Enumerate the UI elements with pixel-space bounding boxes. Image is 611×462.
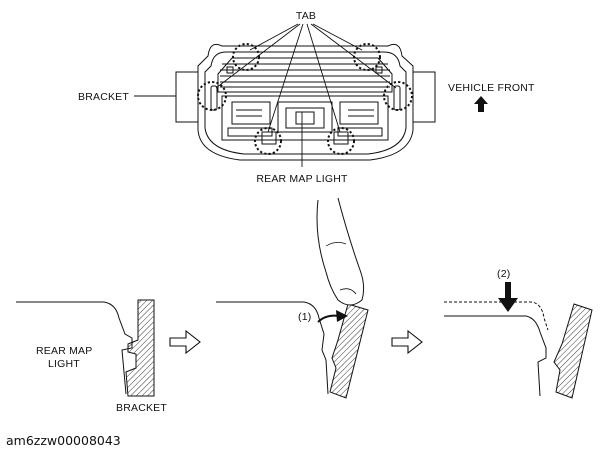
tab-circle <box>232 43 260 71</box>
figure-caption: am6zzw00008043 <box>6 433 121 448</box>
top-assembly <box>175 43 436 161</box>
tab-circle <box>383 81 413 111</box>
bracket-profile-1 <box>125 299 155 397</box>
rear-map-light-label-left-2: LIGHT <box>48 358 80 370</box>
housing-outer <box>197 43 414 161</box>
tab-circle <box>353 43 381 71</box>
vehicle-front-label: VEHICLE FRONT <box>448 82 535 94</box>
rear-map-light-profile-2 <box>216 301 329 395</box>
finger-icon <box>316 197 365 306</box>
bracket-label-top: BRACKET <box>78 91 129 103</box>
next-step-arrow-icon <box>391 329 423 355</box>
tab-circle <box>254 127 282 155</box>
step-2-label: (2) <box>497 268 510 280</box>
bracket-profile-2 <box>329 303 369 399</box>
housing-inner <box>204 51 407 155</box>
step-1-label: (1) <box>298 311 311 323</box>
rear-map-light-label-top: REAR MAP LIGHT <box>256 173 348 185</box>
bracket-label-bottom: BRACKET <box>116 402 167 414</box>
bracket-ear-right <box>412 71 436 123</box>
vehicle-front-arrow-icon <box>474 96 488 112</box>
tab-circle <box>197 81 227 111</box>
bracket-ear-left <box>175 71 199 123</box>
step-panel-1: REAR MAP LIGHT BRACKET <box>16 299 167 414</box>
push-down-arrow-icon <box>498 282 518 312</box>
tab-leaders <box>215 23 397 133</box>
next-step-arrow-icon <box>169 329 201 355</box>
step-panel-2: (1) <box>216 197 369 399</box>
tab-circles <box>197 43 413 155</box>
tab-circle <box>327 127 355 155</box>
rear-map-light-label-left-1: REAR MAP <box>36 345 92 357</box>
tab-label: TAB <box>296 10 316 22</box>
bracket-profile-3 <box>553 303 593 399</box>
rear-map-light-profile-3 <box>444 315 547 397</box>
step-panel-3: (2) <box>444 268 593 399</box>
